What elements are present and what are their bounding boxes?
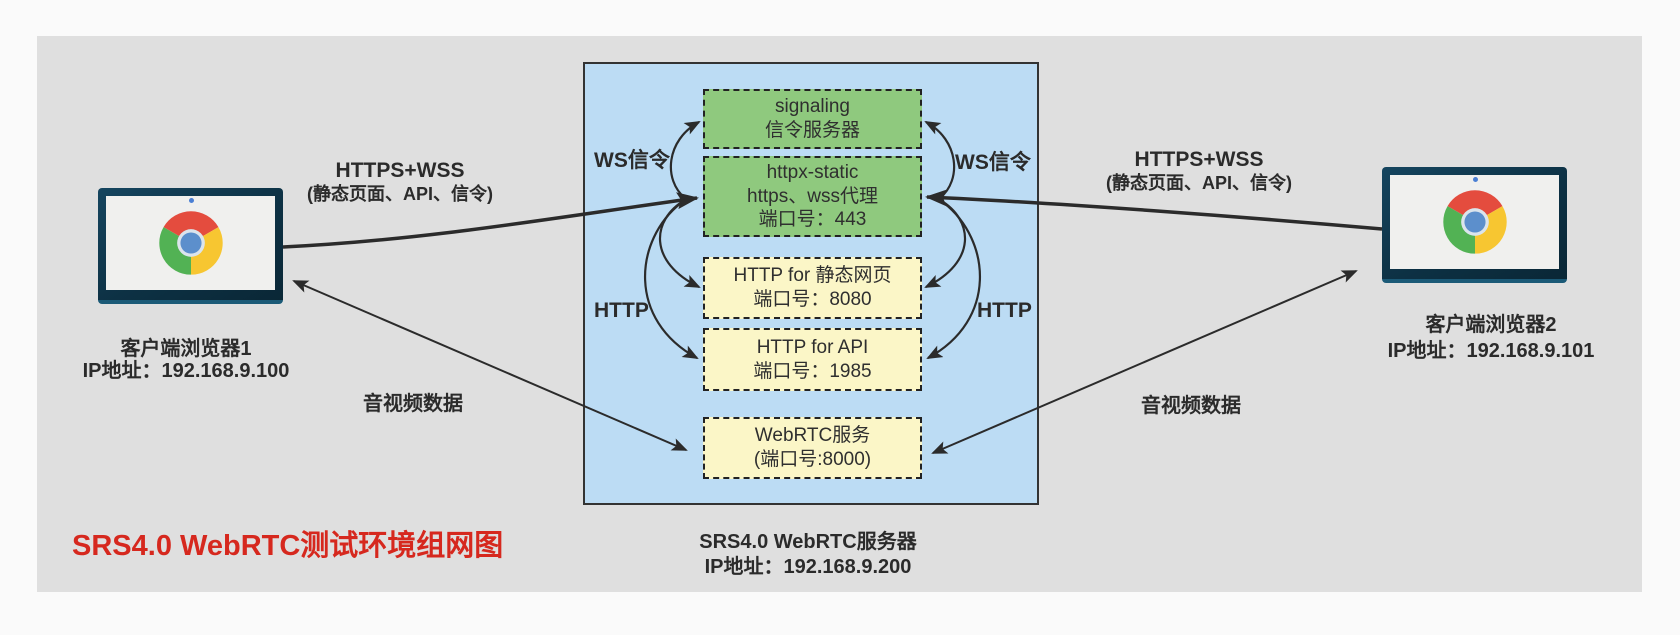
camera-dot-icon bbox=[1472, 177, 1478, 182]
label-line: (静态页面、API、信令) bbox=[1106, 173, 1292, 194]
client2-ip: IP地址：192.168.9.101 bbox=[1387, 340, 1595, 362]
camera-dot-icon bbox=[188, 198, 194, 203]
server-box-http-api: HTTP for API 端口号：1985 bbox=[703, 328, 922, 391]
box-line: HTTP for API bbox=[756, 336, 869, 358]
client2-screen bbox=[1390, 175, 1559, 269]
client2-monitor bbox=[1382, 167, 1567, 283]
label-ws-signaling-left: WS信令 bbox=[594, 149, 670, 172]
box-line: 端口号：8080 bbox=[753, 289, 872, 310]
label-line: HTTPS+WSS bbox=[1134, 148, 1264, 171]
box-line: WebRTC服务 bbox=[754, 425, 871, 447]
client1-screen bbox=[106, 196, 275, 290]
client1-ip: IP地址：192.168.9.100 bbox=[82, 360, 290, 382]
server-name: SRS4.0 WebRTC服务器 bbox=[699, 531, 917, 553]
server-box-signaling: signaling 信令服务器 bbox=[703, 89, 922, 149]
server-ip: IP地址：192.168.9.200 bbox=[704, 556, 912, 578]
client2-name: 客户端浏览器2 bbox=[1425, 314, 1557, 336]
chrome-icon bbox=[158, 211, 223, 275]
box-line: 端口号：1985 bbox=[753, 360, 872, 382]
server-box-webrtc: WebRTC服务 (端口号:8000) bbox=[703, 417, 922, 479]
chrome-icon bbox=[1442, 190, 1507, 254]
box-line: HTTP for 静态网页 bbox=[733, 265, 892, 287]
client1-monitor bbox=[98, 188, 283, 304]
label-line: (静态页面、API、信令) bbox=[307, 184, 493, 205]
label-http-left: HTTP bbox=[594, 299, 649, 322]
label-av-data-right: 音视频数据 bbox=[1141, 395, 1241, 417]
client1-name: 客户端浏览器1 bbox=[120, 338, 252, 360]
diagram-title: SRS4.0 WebRTC测试环境组网图 bbox=[72, 530, 504, 562]
box-line: https、wss代理 bbox=[747, 185, 878, 207]
server-caption: SRS4.0 WebRTC服务器 IP地址：192.168.9.200 bbox=[658, 530, 958, 580]
server-box-http-static: HTTP for 静态网页 端口号：8080 bbox=[703, 257, 922, 319]
label-av-data-left: 音视频数据 bbox=[363, 393, 463, 415]
box-line: (端口号:8000) bbox=[753, 449, 872, 470]
box-line: signaling bbox=[775, 96, 850, 118]
label-ws-signaling-right: WS信令 bbox=[955, 151, 1031, 174]
label-https-wss-left: HTTPS+WSS (静态页面、API、信令) bbox=[275, 158, 525, 206]
label-line: HTTPS+WSS bbox=[335, 159, 465, 182]
server-box-httpx-static: httpx-static https、wss代理 端口号：443 bbox=[703, 156, 922, 237]
box-line: 端口号：443 bbox=[758, 209, 867, 231]
label-https-wss-right: HTTPS+WSS (静态页面、API、信令) bbox=[1074, 147, 1324, 195]
box-line: 信令服务器 bbox=[764, 120, 860, 141]
label-http-right: HTTP bbox=[977, 299, 1032, 322]
box-line: httpx-static bbox=[766, 162, 859, 184]
